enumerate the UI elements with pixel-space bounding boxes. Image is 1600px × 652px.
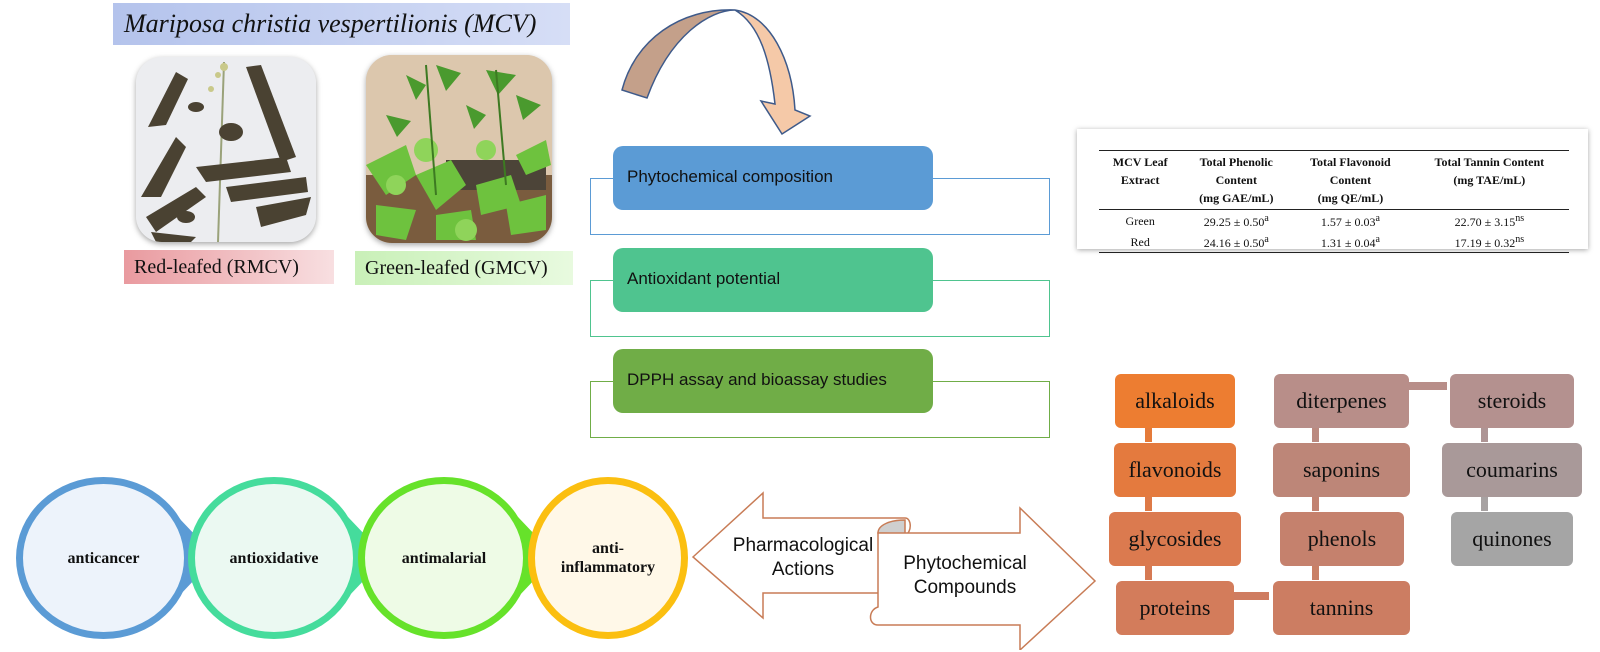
compound-glycosides: glycosides: [1109, 512, 1241, 566]
step-dpph-assay: DPPH assay and bioassay studies: [613, 349, 933, 413]
connector: [1312, 428, 1319, 442]
diagram-title: Mariposa christia vespertilionis (MCV): [113, 3, 570, 45]
connector: [1233, 592, 1269, 600]
connector: [1145, 566, 1152, 580]
connector: [1312, 497, 1319, 511]
curved-arrow-icon: [621, 9, 812, 136]
compound-alkaloids: alkaloids: [1115, 374, 1235, 428]
table-row: Red 24.16 ± 0.50a 1.31 ± 0.04a 17.19 ± 0…: [1099, 231, 1569, 253]
connector: [1145, 497, 1152, 511]
compound-coumarins: coumarins: [1442, 443, 1582, 497]
red-leafed-label: Red-leafed (RMCV): [124, 250, 334, 284]
connector: [1481, 497, 1488, 511]
step-antioxidant-potential: Antioxidant potential: [613, 248, 933, 312]
action-antioxidative: antioxidative: [188, 477, 360, 639]
red-leaf-illustration: [136, 57, 316, 242]
cell-tannin: 17.19 ± 0.32ns: [1409, 231, 1569, 253]
compound-phenols: phenols: [1280, 512, 1404, 566]
action-anticancer: anticancer: [16, 477, 191, 639]
cell-phenolic: 29.25 ± 0.50a: [1203, 213, 1269, 229]
compound-tannins: tannins: [1273, 581, 1410, 635]
green-leaf-illustration: [366, 55, 552, 243]
action-label: anti- inflammatory: [560, 540, 656, 576]
action-label: antimalarial: [401, 549, 487, 567]
compound-saponins: saponins: [1273, 443, 1410, 497]
cell-tannin: 22.70 ± 3.15ns: [1454, 213, 1525, 229]
table-row: Green 29.25 ± 0.50a 1.57 ± 0.03a 22.70 ±…: [1099, 210, 1569, 232]
connector: [1409, 382, 1447, 390]
action-anti-inflammatory: anti- inflammatory: [528, 477, 688, 639]
action-label: antioxidative: [229, 549, 319, 567]
bidirectional-arrow-icon: [691, 491, 1097, 650]
compound-proteins: proteins: [1116, 581, 1234, 635]
step-phytochemical-composition: Phytochemical composition: [613, 146, 933, 210]
cell-phenolic: 24.16 ± 0.50a: [1181, 231, 1292, 253]
green-leafed-plant-photo: [366, 55, 552, 243]
compound-diterpenes: diterpenes: [1274, 374, 1409, 428]
cell-extract: Red: [1099, 231, 1182, 253]
cell-flavonoid: 1.57 ± 0.03a: [1320, 213, 1380, 229]
connector: [1481, 428, 1488, 442]
action-antimalarial: antimalarial: [358, 477, 530, 639]
compound-flavonoids: flavonoids: [1114, 443, 1236, 497]
connector: [1145, 428, 1152, 442]
compound-steroids: steroids: [1450, 374, 1574, 428]
connector: [1312, 566, 1319, 580]
compound-quinones: quinones: [1451, 512, 1573, 566]
header-tannin: Total Tannin Content(mg TAE/mL): [1409, 150, 1569, 210]
red-leafed-plant-photo: [136, 57, 316, 242]
action-label: anticancer: [67, 549, 140, 567]
cell-extract: Green: [1125, 213, 1155, 228]
cell-flavonoid: 1.31 ± 0.04a: [1291, 231, 1410, 253]
green-leafed-label: Green-leafed (GMCV): [355, 251, 573, 285]
